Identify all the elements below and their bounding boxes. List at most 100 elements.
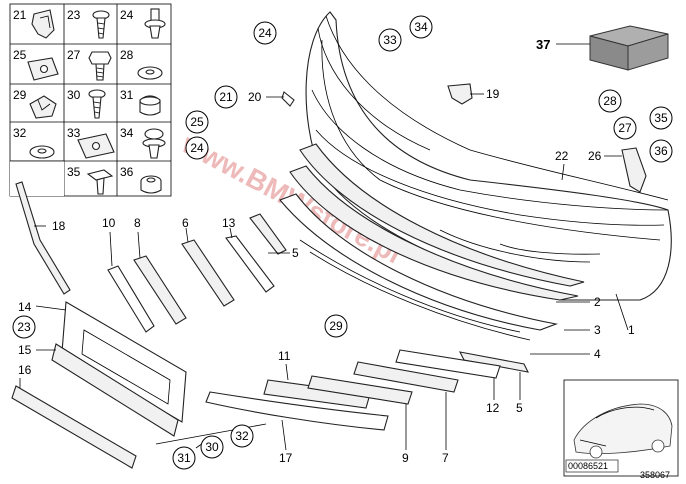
strip-15 <box>51 343 179 437</box>
bumper-assembly <box>279 11 672 373</box>
callout-29: 29 <box>329 319 343 333</box>
flat-screw-icon <box>86 169 114 195</box>
expanding-rivet-icon <box>144 8 166 39</box>
strip-13 <box>225 235 275 293</box>
callout-24-top: 24 <box>258 26 272 40</box>
strip-8 <box>133 255 187 325</box>
thumbnail-code: 00086521 <box>568 461 608 471</box>
label-5-top: 5 <box>292 246 299 260</box>
callout-34: 34 <box>414 20 428 34</box>
callout-35: 35 <box>654 111 668 125</box>
label-5-bottom: 5 <box>516 401 523 415</box>
grid-num-24: 24 <box>120 8 134 22</box>
label-4: 4 <box>594 347 601 361</box>
label-13: 13 <box>222 216 236 230</box>
strip-17 <box>205 391 389 431</box>
trim-strip-4 <box>459 351 529 373</box>
label-17: 17 <box>279 451 293 465</box>
clip-icon <box>31 9 55 39</box>
bracket-26 <box>621 147 647 193</box>
callout-27: 27 <box>618 121 632 135</box>
washer-icon <box>29 145 55 159</box>
strip-6 <box>181 239 235 307</box>
callout-24-mid: 24 <box>190 141 204 155</box>
spacer-nut-icon <box>140 175 162 194</box>
grid-num-31: 31 <box>120 88 134 102</box>
label-6: 6 <box>182 216 189 230</box>
part-37-box <box>589 25 669 71</box>
plate-14 <box>61 301 187 423</box>
strip-5-top <box>249 213 287 255</box>
grid-num-33: 33 <box>67 126 81 140</box>
grid-num-36: 36 <box>120 165 134 179</box>
label-26: 26 <box>588 149 602 163</box>
callout-33: 33 <box>383 33 397 47</box>
callout-21: 21 <box>219 90 233 104</box>
grid-num-34: 34 <box>120 126 134 140</box>
strip-12 <box>395 349 501 379</box>
washer-icon <box>137 66 163 80</box>
strip-16 <box>11 385 137 469</box>
label-8: 8 <box>134 216 141 230</box>
callout-30: 30 <box>205 440 219 454</box>
label-1: 1 <box>628 323 635 337</box>
callout-25: 25 <box>190 115 204 129</box>
label-18: 18 <box>52 219 66 233</box>
retainer-icon <box>29 95 57 119</box>
grid-part-drawings <box>27 8 166 195</box>
grid-num-35: 35 <box>67 165 81 179</box>
grid-num-32: 32 <box>13 126 27 140</box>
grid-num-23: 23 <box>67 8 81 22</box>
grid-labels: 21 23 24 25 27 28 29 30 31 32 33 34 35 3… <box>13 8 134 179</box>
label-9: 9 <box>402 451 409 465</box>
screw-icon <box>92 10 110 39</box>
grid-num-28: 28 <box>120 48 134 62</box>
label-11: 11 <box>278 349 291 363</box>
nut-clip-icon <box>77 133 115 159</box>
strip-18 <box>15 181 71 295</box>
label-14: 14 <box>18 300 32 314</box>
label-12: 12 <box>486 401 500 415</box>
label-15: 15 <box>18 343 32 357</box>
part-20 <box>281 91 295 107</box>
circled-callouts: 24 34 33 21 25 24 28 27 35 36 29 23 31 3… <box>12 15 673 470</box>
callout-31: 31 <box>177 451 191 465</box>
label-20: 20 <box>248 90 262 104</box>
cap-icon <box>139 95 161 116</box>
car-thumbnail: 00086521 358067 <box>563 379 679 480</box>
grid-num-29: 29 <box>13 88 27 102</box>
callout-28: 28 <box>603 94 617 108</box>
strip-7 <box>353 361 459 393</box>
strip-9 <box>307 375 413 405</box>
left-strips <box>11 181 501 469</box>
diagram-number: 358067 <box>640 470 670 480</box>
label-7: 7 <box>442 451 449 465</box>
leader-lines <box>19 43 629 451</box>
label-2: 2 <box>594 295 601 309</box>
hex-bolt-icon <box>88 51 112 81</box>
callout-32: 32 <box>235 429 249 443</box>
grille-mesh <box>279 193 559 331</box>
grid-num-21: 21 <box>13 8 27 22</box>
clip-19 <box>447 83 473 105</box>
callout-23: 23 <box>17 320 31 334</box>
grid-num-27: 27 <box>67 48 81 62</box>
label-16: 16 <box>18 363 32 377</box>
expanding-rivet-icon <box>142 128 166 159</box>
grid-num-30: 30 <box>67 88 81 102</box>
callout-36: 36 <box>654 144 668 158</box>
label-22: 22 <box>555 149 569 163</box>
label-10: 10 <box>102 216 116 230</box>
screw-icon <box>88 89 106 119</box>
part-number-labels: 1 2 3 4 5 5 6 7 8 9 10 11 12 13 14 15 16… <box>18 37 635 465</box>
strip-10 <box>107 265 155 333</box>
label-37: 37 <box>536 37 550 52</box>
nut-clip-icon <box>27 57 59 81</box>
grille-strip-2 <box>289 165 579 301</box>
grid-num-25: 25 <box>13 48 27 62</box>
grille-strip-3 <box>299 143 585 287</box>
label-3: 3 <box>594 323 601 337</box>
label-19: 19 <box>486 87 500 101</box>
